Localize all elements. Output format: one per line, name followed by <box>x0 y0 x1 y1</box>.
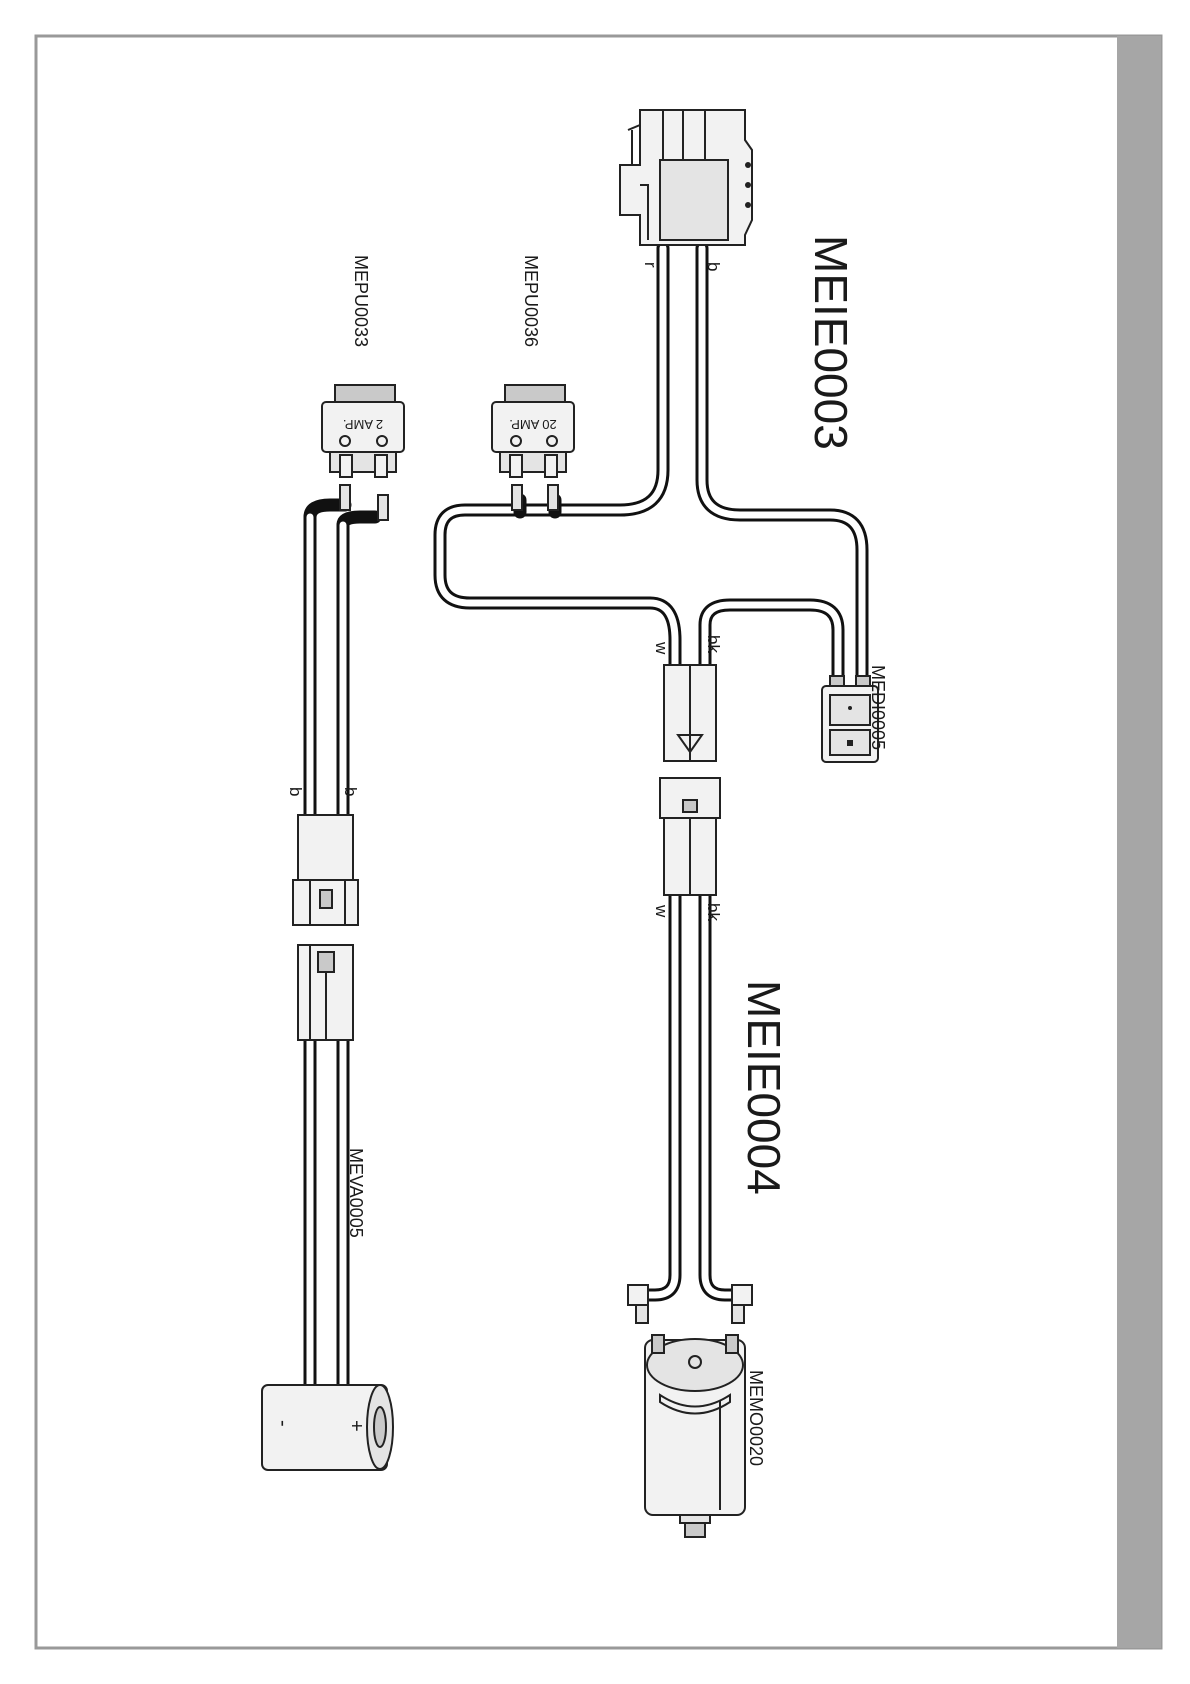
wire-color-top-left: r <box>641 262 660 268</box>
wire-color-mid-right: bk <box>704 635 723 653</box>
label-medi0005: MEDI0005 <box>868 665 888 750</box>
label-mepu0033: MEPU0033 <box>351 255 371 347</box>
motor-memo0020 <box>645 1335 745 1537</box>
polarity-plus: + <box>345 1420 367 1432</box>
label-mepu0036: MEPU0036 <box>521 255 541 347</box>
valve-meva0005 <box>262 1385 393 1470</box>
harness-label-meie0004: MEIE0004 <box>738 980 790 1195</box>
wire-color-valve-right: b <box>341 787 360 796</box>
rating-mepu0036: 20 AMP. <box>509 417 556 432</box>
side-bar <box>1117 36 1161 1648</box>
wire-color-low-right: bk <box>704 903 723 921</box>
main-connector-meie0003 <box>620 110 752 245</box>
label-meva0005: MEVA0005 <box>346 1148 366 1238</box>
wire-color-valve-left: b <box>286 787 305 796</box>
wire-color-top-right: b <box>704 262 723 271</box>
polarity-minus: - <box>272 1420 294 1427</box>
wire-color-low-left: w <box>652 904 671 918</box>
rating-mepu0033: 2 AMP. <box>343 417 383 432</box>
connector-pair-meie0004 <box>660 665 720 895</box>
page-frame <box>36 36 1161 1648</box>
label-memo0020: MEMO0020 <box>746 1370 766 1466</box>
wire-color-mid-left: w <box>652 641 671 655</box>
harness-label-meie0003: MEIE0003 <box>805 235 857 450</box>
